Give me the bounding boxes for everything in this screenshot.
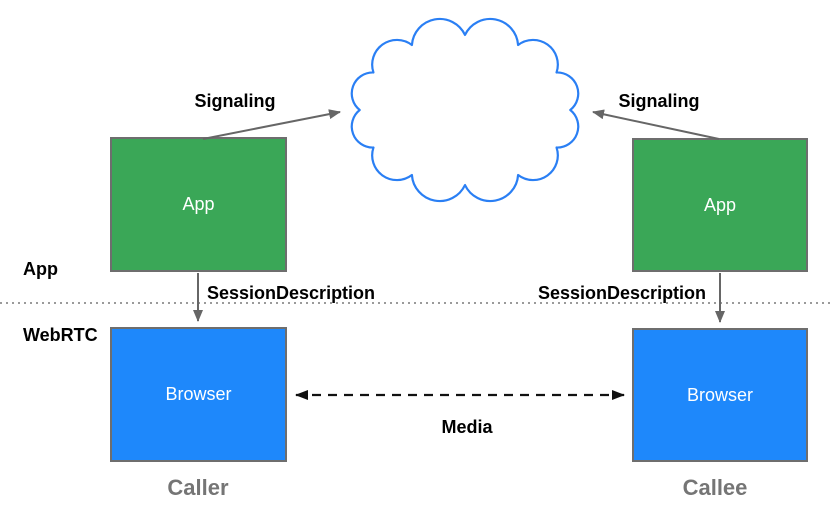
session-description-label-left: SessionDescription [207, 283, 376, 303]
caller-role-label: Caller [167, 475, 229, 500]
callee-browser-node-label: Browser [686, 384, 753, 405]
signaling-cloud [350, 17, 580, 203]
signaling-arrow-left [202, 109, 341, 140]
session-description-label-right: SessionDescription [538, 283, 707, 303]
signaling-label-left: Signaling [194, 91, 276, 111]
caller-app-node-label: App [182, 194, 215, 214]
callee-app-node: App [632, 138, 808, 272]
callee-browser-node: Browser [632, 328, 808, 462]
cloud-outline-icon [350, 17, 580, 203]
caller-app-node: App [110, 137, 287, 272]
callee-role-label: Callee [682, 475, 748, 500]
media-label: Media [441, 417, 493, 437]
caller-browser-node: Browser [110, 327, 287, 462]
app-layer-label: App [23, 259, 58, 279]
callee-app-node-label: App [703, 194, 737, 215]
caller-browser-node-label: Browser [165, 384, 232, 404]
signaling-arrow-right [592, 109, 720, 140]
signaling-label-right: Signaling [618, 91, 700, 111]
webrtc-layer-label: WebRTC [23, 325, 98, 345]
